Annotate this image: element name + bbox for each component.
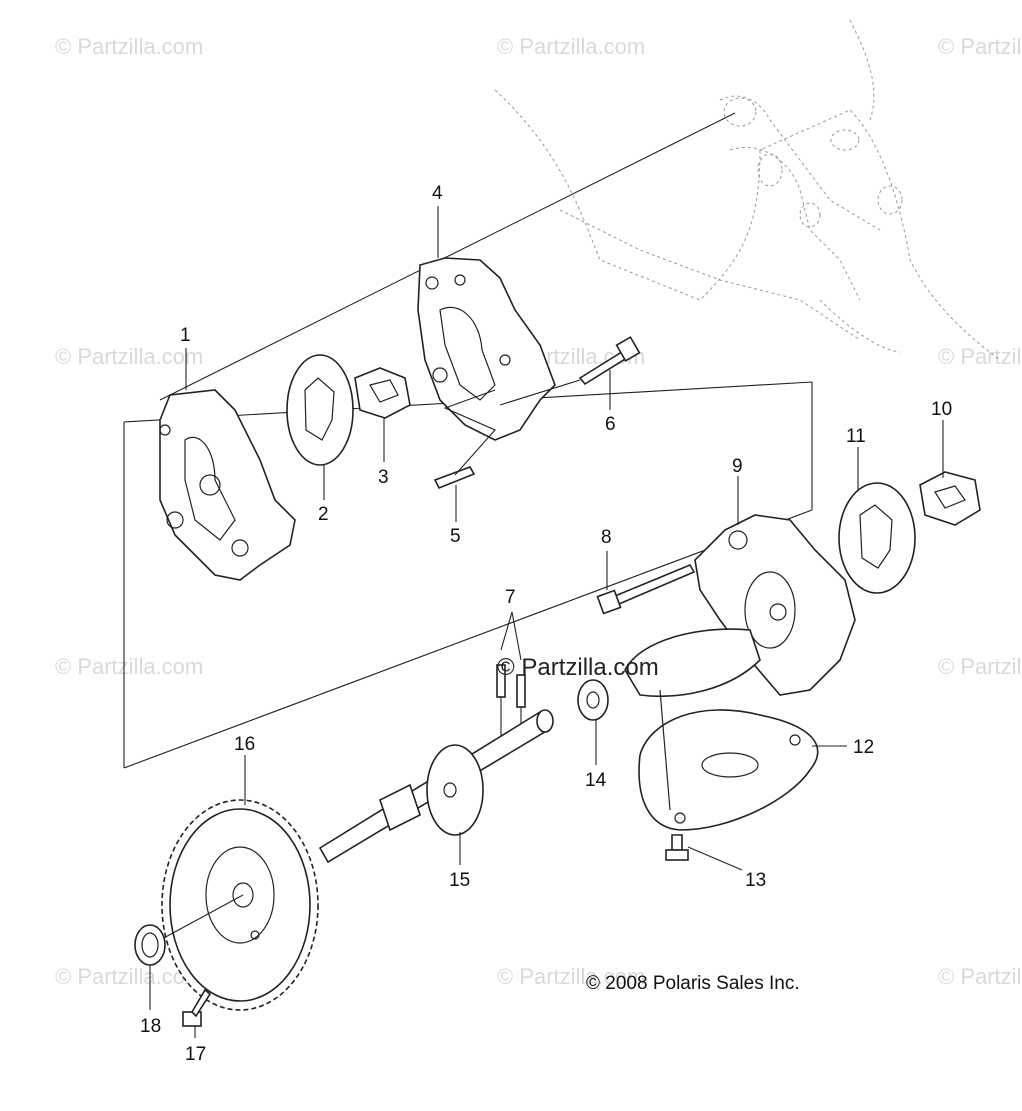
screw-part-13 — [665, 834, 689, 861]
callout-13: 13 — [745, 870, 766, 891]
washer-part-14 — [577, 679, 609, 721]
center-watermark: © Partzilla.com — [497, 654, 659, 681]
bolt-part-17 — [182, 988, 212, 1027]
watermark: © Partzilla.com — [938, 654, 1022, 679]
crankcase-outline — [494, 19, 1001, 361]
shaft-part-15 — [318, 709, 554, 864]
callout-leaders — [149, 206, 944, 1038]
outer-rotor-part-2 — [286, 354, 354, 466]
watermark: © Partzilla.com — [55, 654, 203, 679]
pump-cover-part-4 — [417, 257, 556, 441]
watermark: © Partzilla.com — [938, 34, 1022, 59]
pump-body-part-1 — [159, 389, 296, 581]
bolt-part-6 — [499, 336, 641, 406]
callout-16: 16 — [234, 734, 255, 755]
callout-10: 10 — [931, 399, 952, 420]
callout-5: 5 — [450, 526, 461, 547]
callout-2: 2 — [318, 504, 329, 525]
seal-ring-part-18 — [134, 924, 166, 966]
inner-rotor-part-3 — [354, 367, 411, 419]
callout-7: 7 — [505, 587, 516, 608]
watermark: © Partzilla.com — [938, 964, 1022, 989]
bolt-part-8 — [596, 563, 696, 615]
cover-plate-part-12 — [638, 709, 819, 831]
callout-8: 8 — [601, 527, 612, 548]
watermark: © Partzilla.com — [497, 34, 645, 59]
oil-strainer — [624, 628, 761, 811]
callout-labels: 1 2 3 4 5 6 7 8 9 10 11 12 13 14 15 16 1… — [140, 183, 952, 1065]
inner-rotor-part-10 — [919, 471, 981, 526]
callout-14: 14 — [585, 770, 607, 791]
callout-4: 4 — [432, 183, 443, 204]
watermark: © Partzilla.com — [938, 344, 1022, 369]
watermark: © Partzilla.com — [497, 964, 645, 989]
callout-17: 17 — [185, 1044, 206, 1065]
dowel-pin-part-5 — [433, 389, 496, 490]
callout-11: 11 — [846, 426, 866, 447]
pump-housing-part-9 — [694, 514, 856, 696]
copyright-notice: © 2008 Polaris Sales Inc. — [586, 973, 800, 994]
callout-3: 3 — [378, 467, 389, 488]
gear-part-16 — [159, 799, 319, 1011]
pins-part-7 — [496, 611, 526, 740]
outer-rotor-part-11 — [838, 482, 916, 594]
callout-18: 18 — [140, 1016, 161, 1037]
callout-15: 15 — [449, 870, 470, 891]
callout-12: 12 — [853, 737, 874, 758]
callout-6: 6 — [605, 414, 616, 435]
callout-1: 1 — [180, 325, 191, 346]
watermark: © Partzilla.com — [55, 34, 203, 59]
watermark: © Partzilla.com — [55, 344, 203, 369]
callout-9: 9 — [732, 456, 743, 477]
